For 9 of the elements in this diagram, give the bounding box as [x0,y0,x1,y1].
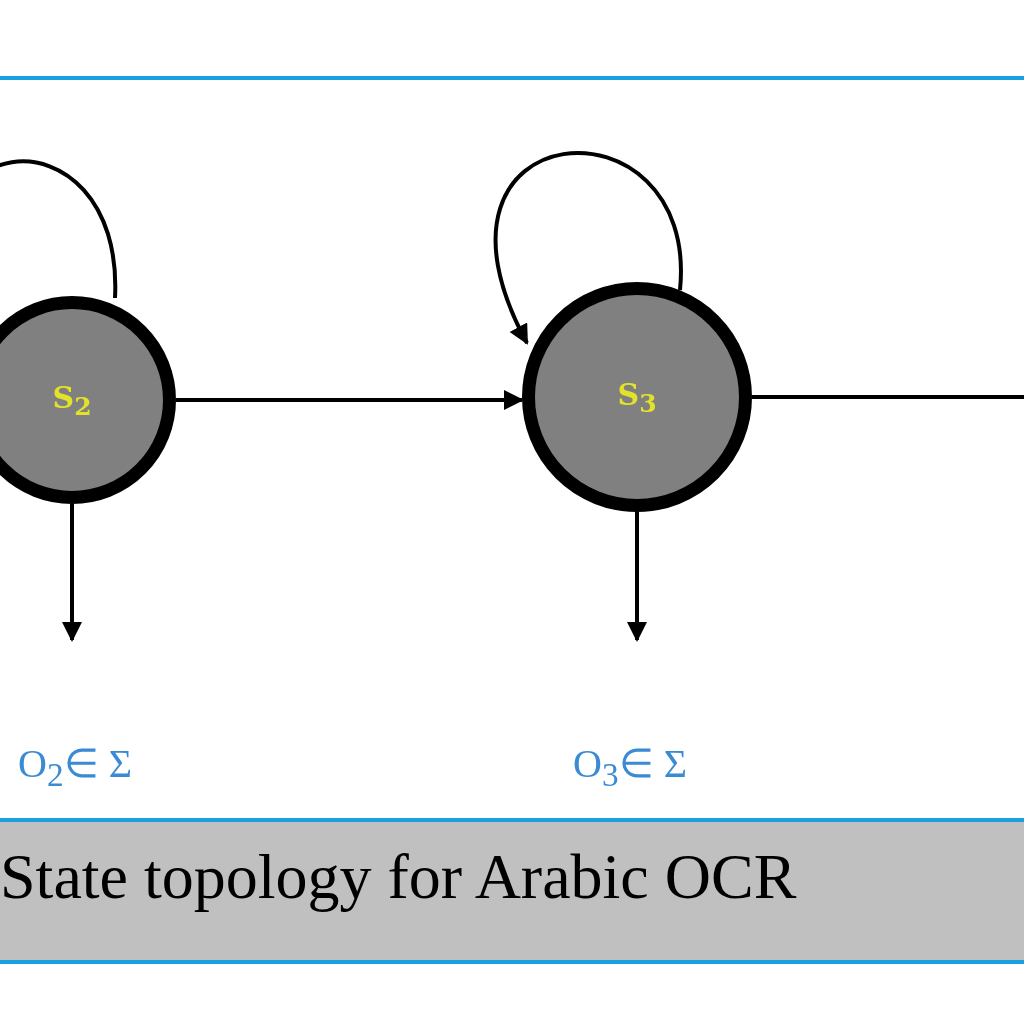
caption: State topology for Arabic OCR [0,840,797,914]
observation-label: O$_{3}$∈ Σ [572,740,688,794]
state-label: S$_{3}$ [617,376,657,418]
state-label: S$_{2}$ [52,379,92,421]
self-loop-arrow [493,152,682,345]
observation-label: O$_{2}$∈ Σ [17,740,133,794]
arrow [176,390,524,410]
arrow [62,504,82,642]
arrow [627,512,647,642]
